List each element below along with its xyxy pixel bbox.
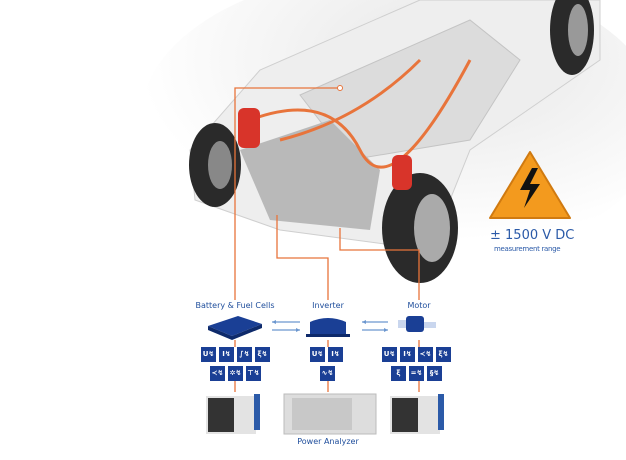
measurement-tile: ξ↯: [255, 347, 270, 362]
measurement-tile: =↯: [409, 366, 424, 381]
measurement-module-left: [206, 394, 260, 434]
wheel-front-right: [382, 173, 458, 283]
measurement-tile: U↯: [201, 347, 216, 362]
power-analyzer-device: [283, 393, 377, 435]
measurement-tile: ∫↯: [237, 347, 252, 362]
flow-arrows: [272, 320, 388, 332]
measurement-tile: ≺↯: [418, 347, 433, 362]
motor-label: Motor: [407, 301, 431, 310]
battery-icon: [208, 316, 262, 340]
connector-lines: [234, 87, 420, 392]
inverter-icon: [306, 318, 350, 337]
measurement-tile: U↯: [382, 347, 397, 362]
motor-icon: [398, 316, 436, 332]
drive-unit: [240, 120, 380, 230]
measurement-tile: ξ↯: [436, 347, 451, 362]
measurement-tile: ξ: [391, 366, 406, 381]
voltage-range-value: ± 1500 V DC: [490, 228, 575, 243]
inverter-label: Inverter: [312, 301, 344, 310]
measurement-tile: I↯: [328, 347, 343, 362]
wheel-front-left: [189, 123, 241, 207]
hv-cables: [249, 58, 472, 169]
measurement-tile: U↯: [310, 347, 325, 362]
voltage-range-caption: measurement range: [494, 245, 561, 253]
measurement-tile: ≺↯: [210, 366, 225, 381]
warning-triangle-icon: [489, 151, 571, 219]
measurement-module-right: [390, 394, 444, 434]
battery-label: Battery & Fuel Cells: [195, 301, 275, 310]
measurement-tile: ∿↯: [320, 366, 335, 381]
wheel-rear: [550, 0, 594, 75]
measurement-tile: ⊤↯: [246, 366, 261, 381]
measurement-tile: I↯: [400, 347, 415, 362]
power-analyzer-label: Power Analyzer: [297, 437, 359, 446]
measurement-tile: I↯: [219, 347, 234, 362]
measurement-tile: §↯: [427, 366, 442, 381]
measurement-tile: ✲↯: [228, 366, 243, 381]
springs: [238, 108, 412, 190]
